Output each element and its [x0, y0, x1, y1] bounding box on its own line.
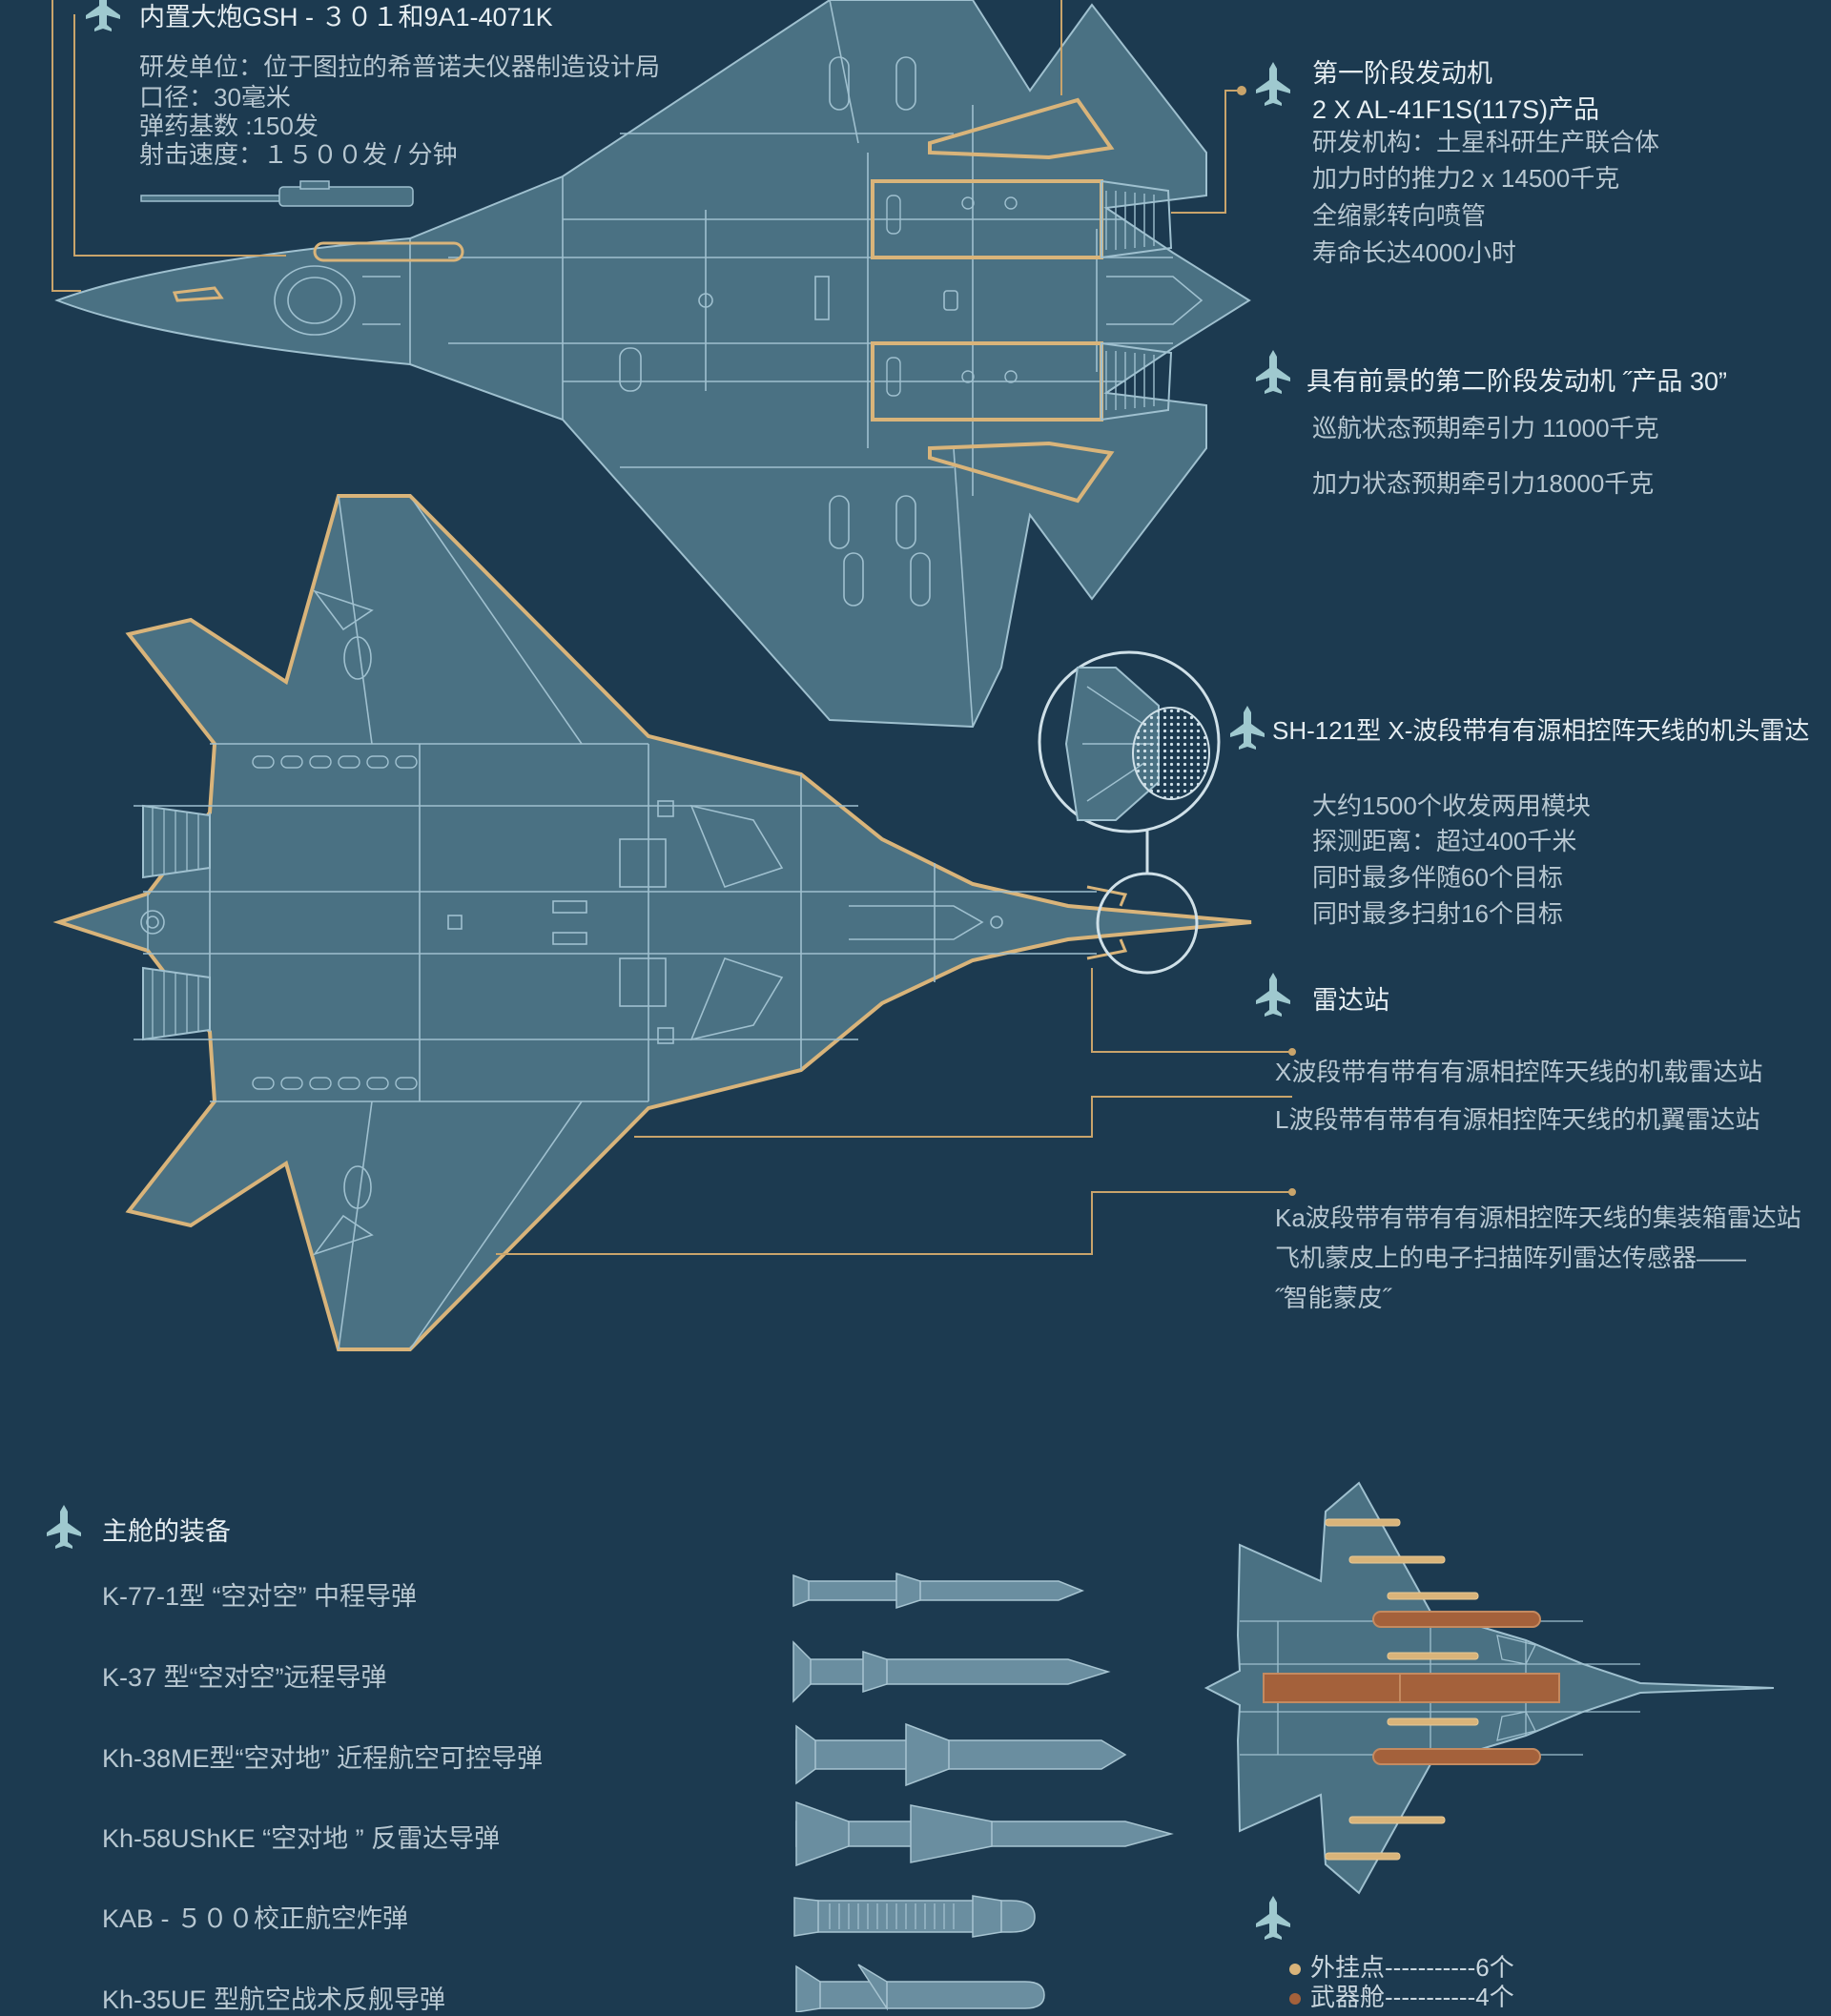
missile-illustrations	[792, 1572, 1174, 2012]
radar-title: SH-121型 X-波段带有有源相控阵天线的机头雷达	[1272, 716, 1810, 745]
radar-closeup-diagram	[1038, 650, 1221, 975]
top-view-plane	[54, 0, 1251, 729]
plane-icon	[1230, 706, 1265, 750]
cannon-drawing	[140, 180, 414, 207]
plane-icon	[1256, 973, 1290, 1017]
engine1-title: 第一阶段发动机	[1312, 59, 1492, 88]
bay-dot	[1289, 1993, 1301, 2006]
engine2-spec: 巡航状态预期牵引力 11000千克	[1312, 414, 1659, 442]
radar-spec: 同时最多伴随60个目标	[1312, 863, 1563, 892]
plane-icon	[1256, 62, 1290, 106]
legend-bays: 武器舱-----------4个	[1289, 1978, 1514, 2013]
armament-item: Kh-58UShKE “空对地 ” 反雷达导弹	[102, 1824, 501, 1853]
engine1-spec: 全缩影转向喷管	[1312, 201, 1487, 230]
plane-icon	[47, 1505, 81, 1549]
callout-lines	[51, 0, 1296, 1255]
station-ka-band: Ka波段带有带有有源相控阵天线的集装箱雷达站	[1275, 1203, 1801, 1232]
bottom-view-plane	[52, 494, 1252, 1351]
armament-item: K-77-1型 “空对空” 中程导弹	[102, 1582, 418, 1611]
plane-icon	[1256, 350, 1290, 394]
smart-skin-line: ˝智能蒙皮˝	[1275, 1284, 1391, 1312]
station-l-band: L波段带有带有有源相控阵天线的机翼雷达站	[1275, 1105, 1760, 1134]
engine1-spec: 研发机构：土星科研生产联合体	[1312, 128, 1660, 156]
cannon-spec: 口径：30毫米	[139, 83, 291, 112]
radar-stations-title: 雷达站	[1312, 986, 1389, 1015]
engine2-title: 具有前景的第二阶段发动机 ˝产品 30”	[1306, 367, 1728, 396]
armament-item: K-37 型“空对空”远程导弹	[102, 1663, 387, 1692]
engine1-spec: 寿命长达4000小时	[1312, 238, 1516, 267]
armament-item: Kh-38ME型“空对地” 近程航空可控导弹	[102, 1744, 544, 1773]
weapons-layout-missiles	[1325, 1518, 1479, 1861]
cannon-spec: 研发单位：位于图拉的希普诺夫仪器制造设计局	[139, 52, 661, 81]
legend-hardpoints: 外挂点-----------6个	[1289, 1948, 1514, 1984]
radar-spec: 探测距离：超过400千米	[1312, 827, 1577, 855]
plane-icon	[86, 0, 120, 31]
armament-item: Kh-35UE 型航空战术反舰导弹	[102, 1985, 446, 2014]
engine1-subtitle: 2 X AL-41F1S(117S)产品	[1312, 95, 1600, 124]
cannon-spec: 弹药基数 :150发	[139, 112, 319, 140]
smart-skin-line: 飞机蒙皮上的电子扫描阵列雷达传感器——	[1275, 1244, 1747, 1272]
engine2-spec: 加力状态预期牵引力18000千克	[1312, 469, 1655, 498]
plane-icon	[1256, 1896, 1290, 1940]
engine1-spec: 加力时的推力2 x 14500千克	[1312, 164, 1620, 193]
armament-item: KAB - ５００校正航空炸弹	[102, 1904, 409, 1933]
cannon-spec: 射击速度：１５００发 / 分钟	[139, 140, 458, 169]
hardpoint-dot	[1289, 1964, 1301, 1976]
radar-spec: 大约1500个收发两用模块	[1312, 792, 1591, 820]
armament-title: 主舱的装备	[102, 1517, 231, 1546]
radar-spec: 同时最多扫射16个目标	[1312, 899, 1563, 928]
station-x-band: X波段带有带有有源相控阵天线的机载雷达站	[1275, 1058, 1763, 1086]
cannon-title: 内置大炮GSH - ３０１和9A1-4071K	[139, 3, 553, 31]
weapons-layout-plane	[1204, 1481, 1775, 1895]
